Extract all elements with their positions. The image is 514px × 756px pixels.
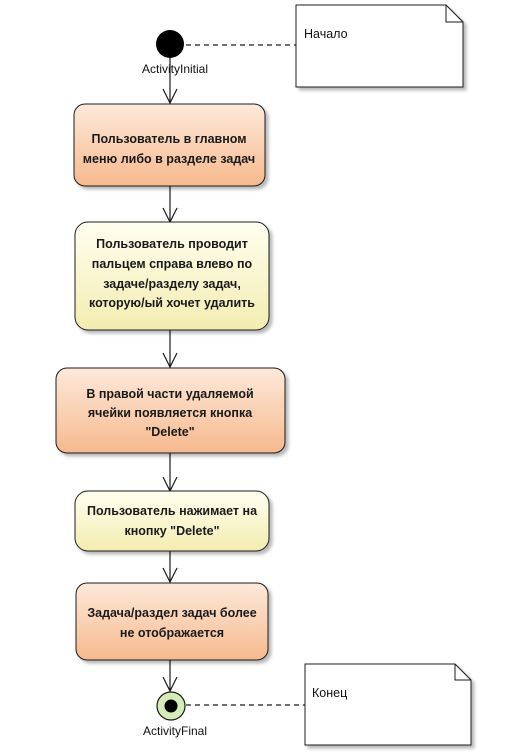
action-4-box [74, 490, 270, 552]
flow-action-5-to-final [162, 660, 178, 693]
action-3-line-3: "Delete" [145, 425, 194, 439]
action-1[interactable]: Пользователь в главном меню либо в разде… [73, 103, 266, 187]
action-4-line-1: Пользователь нажимает на [87, 504, 258, 518]
action-1-box [73, 103, 266, 187]
note-end[interactable]: Конец [304, 663, 472, 746]
note-end-body [304, 663, 472, 746]
action-3-line-1: В правой части удаляемой [86, 387, 253, 401]
flow-action-3-to-action-4 [162, 453, 178, 493]
flow-action-4-to-action-5 [162, 551, 178, 584]
action-5-box [75, 582, 269, 661]
action-2-line-2: пальцем справа влево по [92, 257, 253, 271]
action-1-line-2: меню либо в разделе задач [83, 152, 255, 166]
initial-node[interactable] [156, 30, 184, 58]
action-3[interactable]: В правой части удаляемой ячейки появляет… [55, 367, 286, 454]
action-2-line-3: задаче/разделу задач, [103, 277, 241, 291]
flow-initial-to-action-1 [162, 58, 178, 105]
action-3-box [55, 367, 286, 454]
note-start-text: Начало [304, 27, 348, 41]
final-node-label: ActivityFinal [143, 724, 207, 738]
initial-node-circle [156, 30, 184, 58]
action-4[interactable]: Пользователь нажимает на кнопку "Delete" [74, 490, 270, 552]
action-5-line-2: не отображается [120, 626, 224, 640]
action-5-line-1: Задача/раздел задач более [87, 606, 256, 620]
note-start[interactable]: Начало [295, 4, 464, 88]
note-start-body [295, 4, 464, 88]
action-2-box [74, 221, 270, 331]
arrowhead-icon [162, 88, 178, 105]
action-2-line-1: Пользователь проводит [96, 237, 248, 251]
note-end-text: Конец [312, 686, 347, 700]
final-node[interactable] [156, 691, 186, 721]
arrowhead-icon [162, 567, 178, 584]
action-3-line-2: ячейки появляется кнопка [88, 406, 253, 420]
arrowhead-icon [162, 352, 178, 369]
action-4-line-2: кнопку "Delete" [124, 524, 219, 538]
initial-node-label: ActivityInitial [142, 62, 208, 76]
note-start-fold [445, 5, 463, 23]
flow-action-2-to-action-3 [162, 330, 178, 369]
action-2-line-4: которую/ый хочет удалить [89, 296, 255, 310]
final-node-inner [164, 699, 178, 713]
action-1-line-1: Пользователь в главном [91, 132, 246, 146]
flow-action-1-to-action-2 [162, 186, 178, 224]
action-2[interactable]: Пользователь проводит пальцем справа вле… [74, 221, 270, 331]
action-5[interactable]: Задача/раздел задач более не отображаетс… [75, 582, 269, 661]
note-end-fold [454, 664, 471, 681]
arrowhead-icon [162, 676, 178, 693]
